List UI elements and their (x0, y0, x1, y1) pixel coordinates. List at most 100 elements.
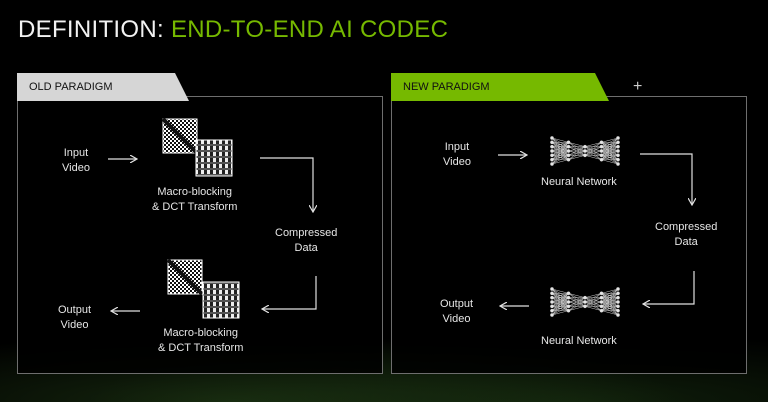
nn-edge (551, 306, 569, 316)
title-highlight: END-TO-END AI CODEC (170, 16, 449, 43)
nn-node (566, 149, 571, 153)
nn-node (583, 300, 587, 304)
nn-edge (551, 150, 569, 165)
old-arrow-encode-to-data (260, 157, 313, 212)
nn-node (550, 162, 554, 166)
nn-node (583, 304, 587, 309)
old-input-label: Input Video (62, 146, 90, 176)
nn-edge (584, 146, 602, 156)
nn-edge (568, 297, 586, 311)
nn-node (616, 287, 620, 291)
nn-node (599, 157, 604, 162)
old-compressed-line2: Data (294, 242, 318, 254)
nn-node (550, 313, 554, 317)
nn-edge (601, 288, 619, 303)
new-encoder-label: Neural Network (541, 176, 617, 188)
nn-edge (601, 155, 619, 160)
nn-edge (601, 288, 619, 307)
nn-node (550, 295, 554, 300)
new-arrow-data-to-decoder (643, 271, 695, 304)
old-output-label: Output Video (58, 303, 91, 333)
old-output-line2: Video (60, 319, 89, 331)
nn-node (616, 140, 620, 145)
new-input-line1: Input (444, 141, 470, 153)
old-paradigm-tab: OLD PARADIGM (17, 73, 189, 101)
nn-node (550, 291, 554, 296)
nn-edge (584, 293, 602, 303)
new-arrow-encoder-to-data (640, 153, 692, 205)
nn-edge (568, 146, 586, 156)
nn-edge (601, 142, 619, 160)
nn-node (550, 140, 554, 145)
nn-edge (601, 137, 619, 160)
nn-node (616, 144, 620, 149)
nn-edge (551, 137, 569, 143)
nn-node (583, 295, 587, 300)
nn-node (616, 295, 620, 300)
nn-node (599, 153, 604, 158)
nn-edge (568, 146, 586, 160)
nn-node (599, 140, 604, 145)
old-decode-label: Macro-blocking & DCT Transform (158, 326, 243, 356)
new-input-label: Input Video (443, 140, 471, 170)
nn-edge (551, 293, 569, 316)
nn-node (550, 304, 554, 309)
nn-edge (601, 150, 619, 160)
nn-edge (601, 310, 619, 316)
nn-edge (601, 137, 619, 143)
neural-network-icon-decoder (550, 287, 620, 317)
nn-edge (568, 142, 586, 147)
new-output-label: Output Video (440, 297, 473, 327)
nn-node (566, 300, 571, 304)
nn-edge (568, 301, 586, 311)
nn-edge (568, 150, 586, 160)
nn-edge (551, 293, 569, 303)
new-compressed-line1: Compressed (655, 221, 718, 233)
old-input-line1: Input (63, 147, 89, 159)
nn-node (550, 287, 554, 291)
dct-transform-icon-encode (161, 117, 233, 177)
nn-node (566, 140, 571, 145)
nn-edge (584, 293, 602, 307)
nn-node (599, 144, 604, 149)
nn-node (583, 144, 587, 149)
nn-node (566, 153, 571, 158)
nn-edge (551, 142, 569, 152)
nn-node (583, 153, 587, 158)
nn-edge (568, 306, 586, 311)
nn-node (550, 157, 554, 162)
nn-node (616, 136, 620, 140)
nn-edge (551, 142, 569, 156)
slide-title: DEFINITION: END-TO-END AI CODEC (18, 16, 448, 44)
nn-edge (551, 293, 569, 311)
nn-node (616, 304, 620, 309)
nn-edge (551, 301, 569, 316)
nn-node (550, 153, 554, 158)
nn-edge (584, 142, 602, 156)
nn-node (616, 162, 620, 166)
nn-node (566, 295, 571, 300)
nn-edge (568, 293, 586, 298)
nn-edge (568, 155, 586, 160)
nn-node (550, 136, 554, 140)
nn-edge (551, 142, 569, 165)
nn-node (566, 308, 571, 313)
nn-edge (551, 293, 569, 298)
nn-node (616, 153, 620, 158)
plus-icon: + (633, 78, 643, 95)
nn-edge (584, 155, 602, 160)
neural-network-icon-encoder (550, 136, 620, 166)
nn-node (616, 313, 620, 317)
old-compressed-label: Compressed Data (275, 226, 337, 256)
nn-edge (601, 288, 619, 294)
nn-node (550, 308, 554, 313)
nn-edge (601, 301, 619, 311)
nn-node (599, 291, 604, 296)
nn-edge (551, 155, 569, 165)
nn-edge (601, 159, 619, 165)
old-arrow-data-to-decode (262, 276, 317, 309)
nn-node (599, 149, 604, 153)
old-encode-label: Macro-blocking & DCT Transform (152, 185, 237, 215)
nn-node (566, 291, 571, 296)
nn-node (616, 308, 620, 313)
